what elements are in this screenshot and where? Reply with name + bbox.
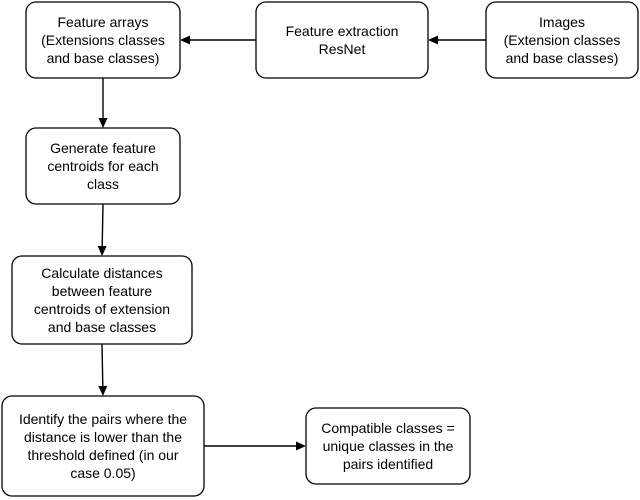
node-generate-centroids: Generate feature centroids for each class <box>25 127 181 205</box>
node-label-line: and base classes) <box>47 50 160 66</box>
node-label-line: unique classes in the <box>323 438 454 454</box>
node-label-line: Generate feature <box>50 140 156 156</box>
arrow-feature-extraction-to-feature-arrays <box>180 35 256 45</box>
node-label-line: Images <box>539 14 585 30</box>
node-label-line: Feature extraction <box>286 23 399 39</box>
arrowhead-icon <box>97 245 107 256</box>
node-images: Images (Extension classes and base classes… <box>485 1 639 79</box>
node-compatible-classes: Compatible classes = unique classes in th… <box>305 407 471 485</box>
node-label-line: Identify the pairs where the <box>19 411 187 427</box>
node-label-line: between feature <box>52 283 153 299</box>
node-label-line: case 0.05) <box>70 465 135 481</box>
arrow-line <box>101 343 104 389</box>
node-box <box>255 1 429 79</box>
node-label-line: distance is lower than the <box>24 429 182 445</box>
node-box <box>485 1 639 79</box>
arrow-feature-arrays-to-generate-centroids <box>98 78 108 128</box>
node-label-line: and base classes <box>48 319 156 335</box>
arrow-calculate-distances-to-identify-pairs <box>98 343 108 396</box>
arrow-identify-pairs-to-compatible-classes <box>204 441 306 451</box>
node-label-line: (Extension classes <box>504 32 621 48</box>
arrowhead-icon <box>296 441 306 451</box>
arrowhead-icon <box>428 35 438 45</box>
node-label-line: centroids of extension <box>34 301 170 317</box>
node-box <box>11 255 193 345</box>
arrow-generate-centroids-to-calculate-distances <box>97 203 107 256</box>
node-feature-arrays: Feature arrays (Extensions classes and bas… <box>25 1 181 79</box>
node-label-line: and base classes) <box>506 50 619 66</box>
node-box <box>25 127 181 205</box>
arrowhead-icon <box>180 35 190 45</box>
node-label-line: Compatible classes = <box>321 420 454 436</box>
arrowhead-icon <box>98 385 108 396</box>
arrow-images-to-feature-extraction <box>428 35 486 45</box>
node-identify-pairs: Identify the pairs where the distance is … <box>1 395 205 497</box>
node-box <box>1 395 205 497</box>
node-box <box>25 1 181 79</box>
node-label-line: threshold defined (in our <box>28 447 179 463</box>
node-label-line: class <box>87 176 119 192</box>
node-box <box>305 407 471 485</box>
node-label-line: (Extensions classes <box>41 32 165 48</box>
edges-layer <box>97 35 486 451</box>
node-label-line: ResNet <box>319 41 366 57</box>
node-label-line: Calculate distances <box>41 265 162 281</box>
node-label-line: pairs identified <box>343 456 433 472</box>
arrow-line <box>101 203 104 249</box>
arrowhead-icon <box>98 118 108 128</box>
node-calculate-distances: Calculate distances between feature centro… <box>11 255 193 345</box>
node-label-line: centroids for each <box>47 158 158 174</box>
node-label-line: Feature arrays <box>57 14 148 30</box>
